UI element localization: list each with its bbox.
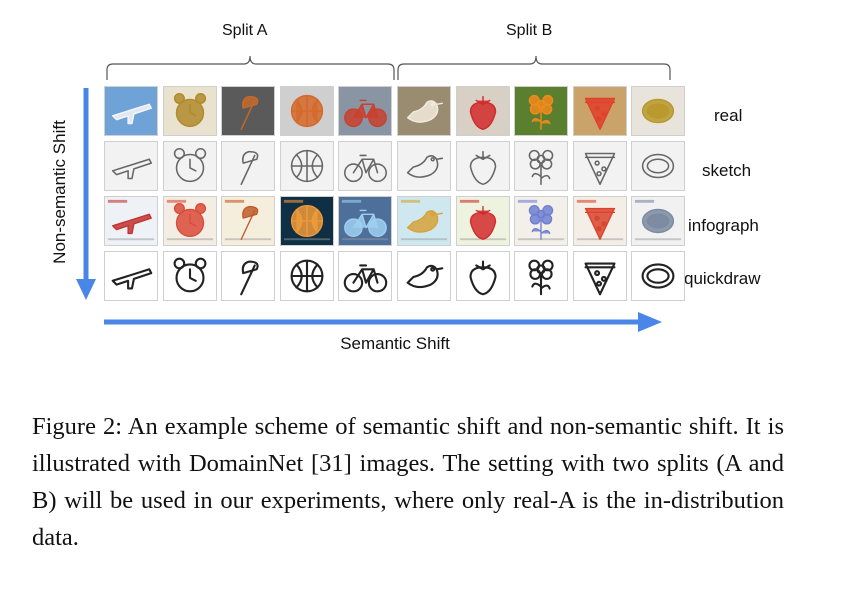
tile-sketch-strawberry bbox=[455, 141, 510, 191]
split-b-label: Split B bbox=[506, 22, 553, 39]
tile-real-bicycle bbox=[338, 86, 393, 136]
tile-infograph-pizza bbox=[572, 196, 627, 246]
y-axis-label: Non-semantic Shift bbox=[50, 120, 69, 264]
tile-quickdraw-alarm-clock bbox=[162, 251, 217, 301]
tile-real-pizza bbox=[572, 86, 627, 136]
figure-overlay bbox=[76, 55, 671, 332]
tile-infograph-axe bbox=[221, 196, 276, 246]
row-label-real: real bbox=[714, 106, 743, 125]
tile-real-axe bbox=[221, 86, 276, 136]
tile-sketch-pizza bbox=[572, 141, 627, 191]
tile-sketch-airplane bbox=[104, 141, 158, 191]
split-a-label: Split A bbox=[222, 22, 268, 39]
tile-infograph-bird bbox=[397, 196, 451, 246]
tile-sketch-bird bbox=[397, 141, 451, 191]
tile-quickdraw-bracelet bbox=[631, 251, 686, 301]
tile-quickdraw-airplane bbox=[104, 251, 158, 301]
x-axis-label: Semantic Shift bbox=[340, 334, 450, 353]
figure-caption: Figure 2: An example scheme of semantic … bbox=[32, 413, 784, 551]
row-label-infograph: infograph bbox=[688, 216, 759, 235]
tile-quickdraw-pizza bbox=[572, 251, 627, 301]
split-b-bracket bbox=[397, 55, 671, 80]
semantic-arrow bbox=[104, 312, 662, 332]
tile-real-alarm-clock bbox=[162, 86, 217, 136]
tile-quickdraw-bird bbox=[397, 251, 451, 301]
tile-infograph-airplane bbox=[104, 196, 158, 246]
tile-sketch-axe bbox=[221, 141, 276, 191]
tile-quickdraw-axe bbox=[221, 251, 276, 301]
tile-real-basketball bbox=[279, 86, 334, 136]
tile-infograph-flower bbox=[514, 196, 569, 246]
non-semantic-arrow bbox=[76, 88, 96, 300]
figure: Split A Split B Non-semantic Shift Seman… bbox=[50, 22, 761, 353]
tile-infograph-bicycle bbox=[338, 196, 393, 246]
tile-infograph-alarm-clock bbox=[162, 196, 217, 246]
tile-real-bracelet bbox=[631, 86, 686, 136]
row-label-sketch: sketch bbox=[702, 161, 752, 180]
split-a-bracket bbox=[106, 55, 395, 80]
tile-sketch-bicycle bbox=[338, 141, 393, 191]
tile-real-bird bbox=[397, 86, 451, 136]
row-label-quickdraw: quickdraw bbox=[684, 269, 761, 288]
tile-infograph-strawberry bbox=[455, 196, 510, 246]
tile-real-strawberry bbox=[455, 86, 510, 136]
tile-real-airplane bbox=[104, 86, 158, 136]
tile-quickdraw-basketball bbox=[279, 251, 334, 301]
tile-infograph-bracelet bbox=[631, 196, 686, 246]
tile-sketch-basketball bbox=[279, 141, 334, 191]
tile-sketch-bracelet bbox=[631, 141, 686, 191]
tile-infograph-basketball bbox=[279, 196, 334, 246]
tile-real-flower bbox=[514, 86, 569, 136]
tile-quickdraw-flower bbox=[514, 251, 569, 301]
tile-quickdraw-bicycle bbox=[338, 251, 393, 301]
tile-sketch-alarm-clock bbox=[162, 141, 217, 191]
tile-quickdraw-strawberry bbox=[455, 251, 510, 301]
tile-sketch-flower bbox=[514, 141, 569, 191]
